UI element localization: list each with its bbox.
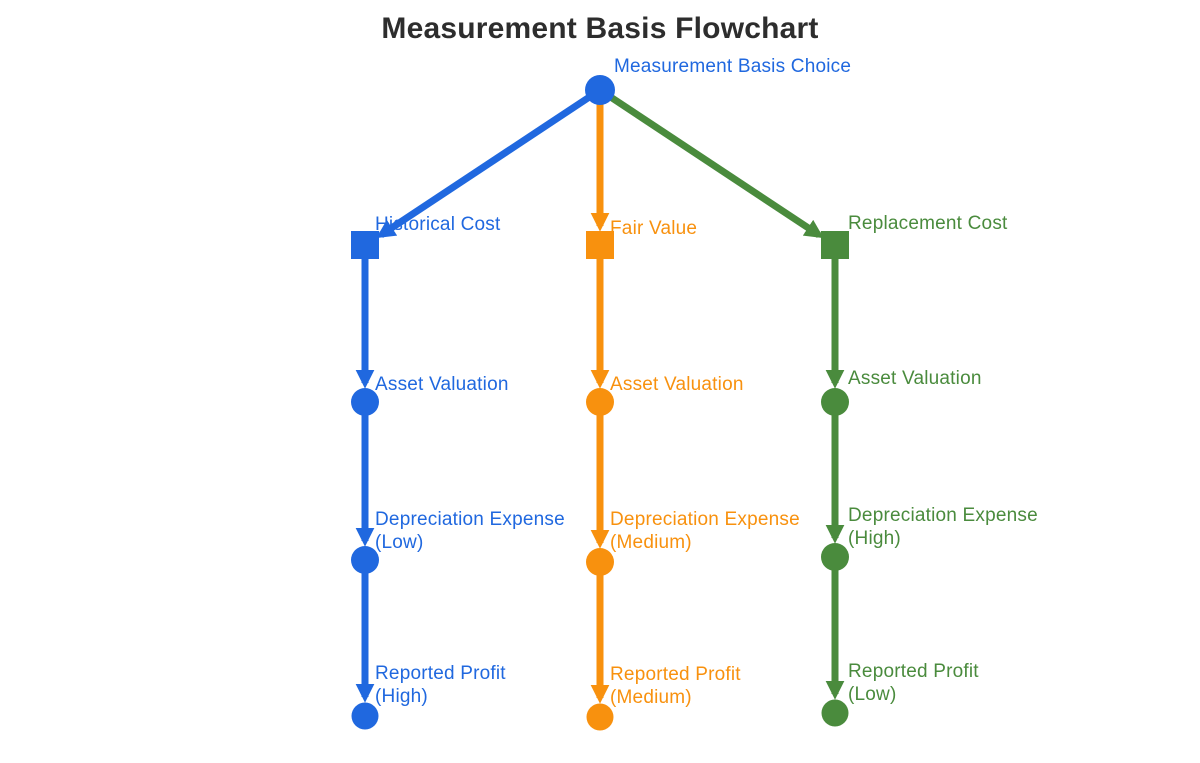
labels-historical-cost: Historical Cost Asset Valuation Deprecia…: [375, 214, 565, 707]
nodes-fair-value: [586, 231, 614, 731]
nodes-historical-cost: [351, 231, 379, 730]
label-reported-profit-blue: Reported Profit: [375, 663, 506, 684]
label-profit-level-blue: (High): [375, 686, 428, 707]
label-reported-profit-orange: Reported Profit: [610, 664, 741, 685]
label-replacement-cost: Replacement Cost: [848, 213, 1008, 234]
label-depreciation-level-green: (High): [848, 528, 901, 549]
node-depreciation-expense-orange: [586, 548, 614, 576]
label-depreciation-level-orange: (Medium): [610, 532, 692, 553]
label-profit-level-orange: (Medium): [610, 687, 692, 708]
node-reported-profit-blue: [351, 702, 379, 730]
label-depreciation-level-blue: (Low): [375, 532, 424, 553]
node-asset-valuation-orange: [586, 388, 614, 416]
label-reported-profit-green: Reported Profit: [848, 661, 979, 682]
labels-replacement-cost: Replacement Cost Asset Valuation Depreci…: [848, 213, 1038, 705]
label-fair-value: Fair Value: [610, 218, 697, 239]
edge-root-to-historical-cost: [376, 87, 602, 239]
label-asset-valuation-green: Asset Valuation: [848, 368, 982, 389]
edges-historical-cost: [355, 87, 602, 703]
node-asset-valuation-green: [821, 388, 849, 416]
node-replacement-cost: [821, 231, 849, 259]
edge-root-to-replacement-cost: [598, 87, 824, 239]
node-reported-profit-green: [821, 699, 849, 727]
label-asset-valuation-blue: Asset Valuation: [375, 374, 509, 395]
node-historical-cost: [351, 231, 379, 259]
node-measurement-basis-choice: [585, 75, 615, 105]
label-profit-level-green: (Low): [848, 684, 897, 705]
label-depreciation-expense-blue: Depreciation Expense: [375, 509, 565, 530]
page-title: Measurement Basis Flowchart: [381, 12, 818, 45]
label-measurement-basis-choice: Measurement Basis Choice: [614, 56, 851, 77]
node-asset-valuation-blue: [351, 388, 379, 416]
label-historical-cost: Historical Cost: [375, 214, 501, 235]
node-fair-value: [586, 231, 614, 259]
node-depreciation-expense-green: [821, 543, 849, 571]
label-depreciation-expense-green: Depreciation Expense: [848, 505, 1038, 526]
edges-replacement-cost: [598, 87, 845, 700]
nodes-replacement-cost: [821, 231, 849, 727]
label-asset-valuation-orange: Asset Valuation: [610, 374, 744, 395]
labels-fair-value: Fair Value Asset Valuation Depreciation …: [610, 218, 800, 708]
label-depreciation-expense-orange: Depreciation Expense: [610, 509, 800, 530]
node-depreciation-expense-blue: [351, 546, 379, 574]
node-reported-profit-orange: [586, 703, 614, 731]
